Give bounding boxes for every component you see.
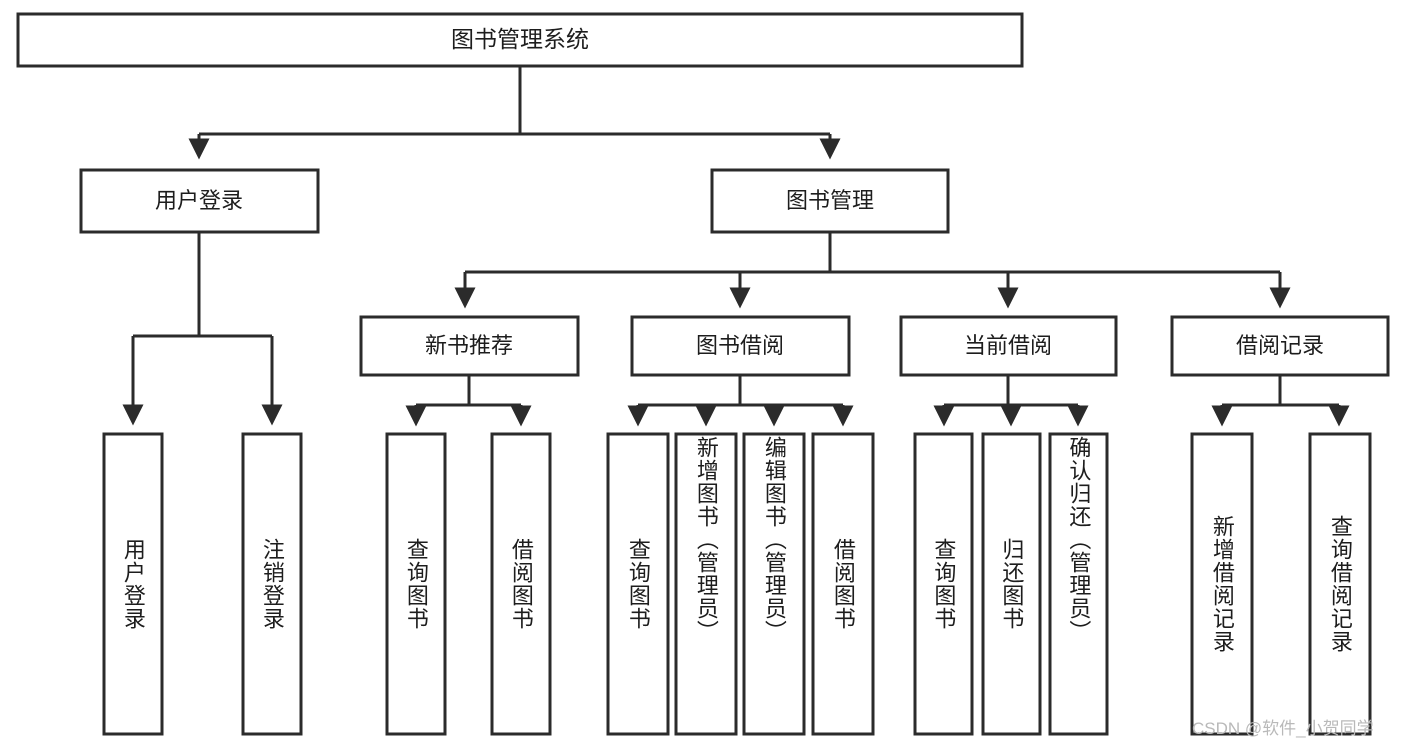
node-current-borrow[interactable]: 当前借阅 [899, 315, 1118, 377]
leaf-box-confirm-return-admin[interactable] [1048, 432, 1109, 736]
leaf-box-query-borrow-record[interactable] [1308, 432, 1372, 736]
node-borrow-records-label: 借阅记录 [1236, 333, 1324, 358]
leaf-box-borrow-book-1[interactable] [490, 432, 552, 736]
node-book-management-label: 图书管理 [786, 188, 874, 213]
node-current-borrow-box[interactable] [899, 315, 1118, 377]
connector-records-to-leaves [1211, 375, 1350, 427]
node-root-box[interactable] [16, 12, 1024, 68]
leaf-box-return-book[interactable] [981, 432, 1042, 736]
node-book-borrow[interactable]: 图书借阅 [630, 315, 851, 377]
node-book-borrow-box[interactable] [630, 315, 851, 377]
node-book-borrow-label: 图书借阅 [696, 333, 784, 358]
node-user-login[interactable]: 用户登录 [79, 168, 320, 234]
connector-newbook-to-leaves [405, 375, 532, 427]
leaf-box-query-book-3[interactable] [913, 432, 974, 736]
node-new-book-recommend[interactable]: 新书推荐 [359, 315, 580, 377]
node-new-book-recommend-label: 新书推荐 [425, 333, 513, 358]
leaf-box-edit-book-admin[interactable] [742, 432, 806, 736]
leaf-box-add-book-admin[interactable] [674, 432, 738, 736]
connector-current-to-leaves [933, 375, 1089, 427]
connector-bookmgmt-to-level3 [454, 232, 1291, 309]
leaf-box-logout[interactable] [241, 432, 303, 736]
node-book-management-box[interactable] [710, 168, 950, 234]
node-borrow-records-box[interactable] [1170, 315, 1390, 377]
connector-userlogin-to-leaves [122, 232, 283, 426]
node-root[interactable]: 图书管理系统 [16, 12, 1024, 68]
leaf-box-add-borrow-record[interactable] [1190, 432, 1254, 736]
csdn-watermark: CSDN @软件_小贺同学 [1192, 719, 1374, 738]
leaf-box-borrow-book-2[interactable] [811, 432, 875, 736]
node-new-book-recommend-box[interactable] [359, 315, 580, 377]
node-borrow-records[interactable]: 借阅记录 [1170, 315, 1390, 377]
leaf-box-query-book-1[interactable] [385, 432, 447, 736]
node-user-login-label: 用户登录 [155, 188, 243, 213]
node-user-login-box[interactable] [79, 168, 320, 234]
leaf-box-user-login[interactable] [102, 432, 164, 736]
leaf-boxes [102, 432, 1372, 736]
connector-root-to-level2 [188, 66, 841, 160]
node-root-label: 图书管理系统 [451, 26, 589, 52]
node-current-borrow-label: 当前借阅 [964, 333, 1052, 358]
node-book-management[interactable]: 图书管理 [710, 168, 950, 234]
connector-borrow-to-leaves [627, 375, 854, 427]
leaf-box-query-book-2[interactable] [606, 432, 670, 736]
